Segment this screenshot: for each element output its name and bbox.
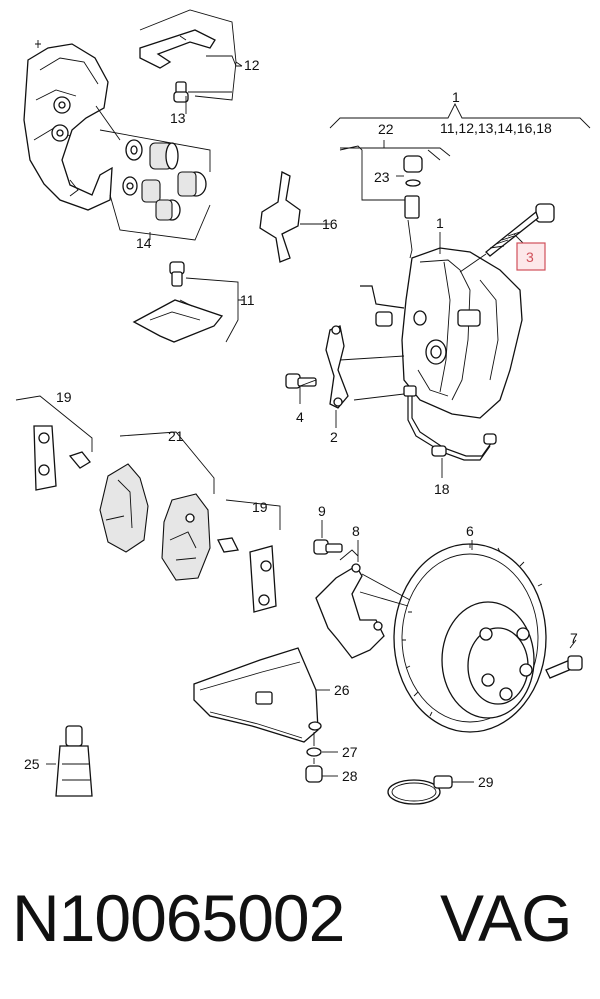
bracket-8-drawing [315, 549, 411, 659]
label-18: 18 [434, 481, 450, 497]
label-26: 26 [334, 682, 350, 698]
label-22: 22 [378, 121, 394, 137]
bolt-7-drawing [545, 655, 583, 679]
caliper-bolt-3-drawing [459, 203, 555, 273]
footer: N10065002 VAG [0, 870, 600, 980]
label-1-top: 1 [452, 89, 460, 105]
washer-nut-drawing [305, 721, 323, 783]
leader-lines [46, 55, 591, 783]
pad-clip-19a-drawing [15, 395, 93, 491]
label-11: 11 [240, 292, 255, 308]
hose-clamp-29-drawing [387, 775, 453, 805]
label-19-right: 19 [252, 499, 268, 515]
splash-shield-26-drawing [193, 647, 319, 743]
part-number: N10065002 [12, 881, 345, 955]
highlight-box-part-3 [516, 242, 546, 271]
bleeder-valve-drawing [339, 145, 441, 259]
brake-pad-21a-drawing [99, 463, 149, 553]
label-14: 14 [136, 235, 152, 251]
label-19-left: 19 [56, 389, 72, 405]
label-16: 16 [322, 216, 338, 232]
caliper-carrier-drawing [23, 40, 113, 211]
brake-caliper-drawing [401, 247, 523, 419]
bolt-9-drawing [313, 539, 343, 555]
label-23: 23 [374, 169, 390, 185]
label-12: 12 [244, 57, 260, 73]
label-8: 8 [352, 523, 360, 539]
label-25: 25 [24, 756, 40, 772]
grease-tube-25-drawing [55, 725, 93, 797]
bolt-plate-11-drawing [132, 261, 244, 343]
label-6: 6 [466, 523, 474, 539]
bolt-13-drawing [173, 81, 232, 103]
label-2: 2 [330, 429, 338, 445]
label-1-components: 11,12,13,14,16,18 [440, 120, 552, 136]
exploded-parts-diagram: 1 11,12,13,14,16,18 22 23 1 3 12 13 14 1… [15, 9, 591, 805]
bolt-4-drawing [285, 373, 317, 389]
brake-disc-drawing [393, 543, 547, 733]
label-27: 27 [342, 744, 358, 760]
label-13: 13 [170, 110, 186, 126]
label-9: 9 [318, 503, 326, 519]
brake-pad-21b-drawing [161, 493, 211, 581]
label-1-caliper: 1 [436, 215, 444, 231]
label-28: 28 [342, 768, 358, 784]
label-21: 21 [168, 428, 184, 444]
brake-hose-18-drawing [403, 385, 497, 461]
pad-clip-19b-drawing [119, 431, 281, 613]
label-3: 3 [526, 249, 534, 265]
label-29: 29 [478, 774, 494, 790]
label-7: 7 [570, 630, 578, 646]
guide-bushings-drawing [95, 105, 211, 241]
spring-clip-12-drawing [139, 9, 243, 101]
brake-line-drawing [325, 285, 405, 409]
spring-16-drawing [259, 171, 326, 263]
brand-name: VAG [440, 881, 572, 955]
label-4: 4 [296, 409, 304, 425]
